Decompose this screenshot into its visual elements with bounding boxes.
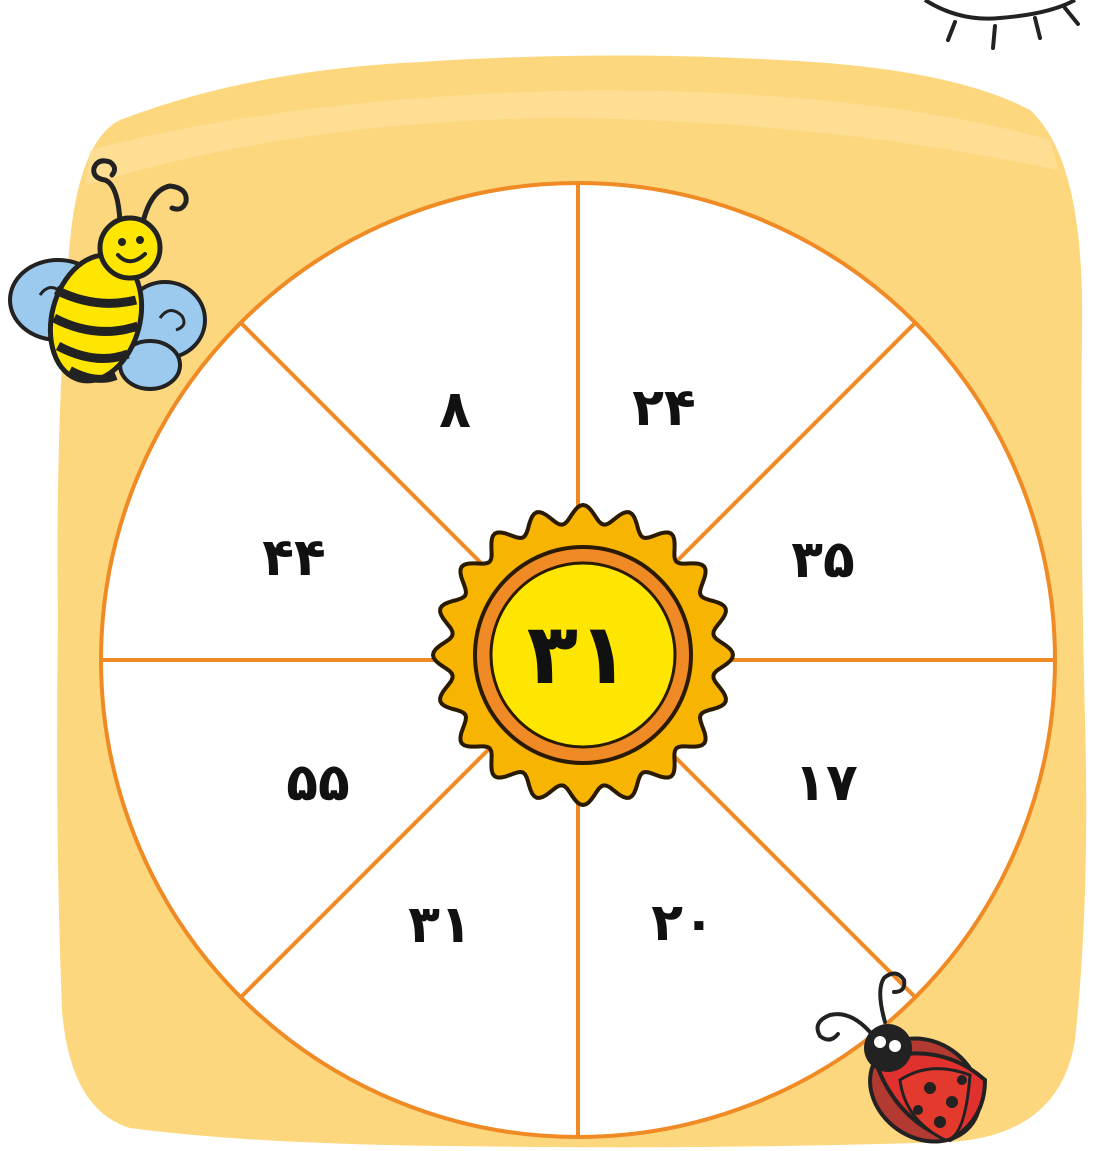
segment-label-7[interactable]: ۴۴: [262, 528, 325, 588]
segment-label-6[interactable]: ۵۵: [286, 753, 349, 813]
center-number: ۳۱: [527, 605, 630, 703]
segment-label-1[interactable]: ۲۴: [632, 378, 695, 438]
segment-label-2[interactable]: ۳۵: [791, 530, 854, 590]
segment-label-3[interactable]: ۱۷: [794, 753, 857, 813]
sun-corner-icon: [925, 0, 1078, 48]
segment-label-4[interactable]: ۲۰: [651, 893, 714, 953]
segment-label-8[interactable]: ۸: [439, 380, 471, 440]
segment-label-5[interactable]: ۳۱: [408, 895, 471, 955]
